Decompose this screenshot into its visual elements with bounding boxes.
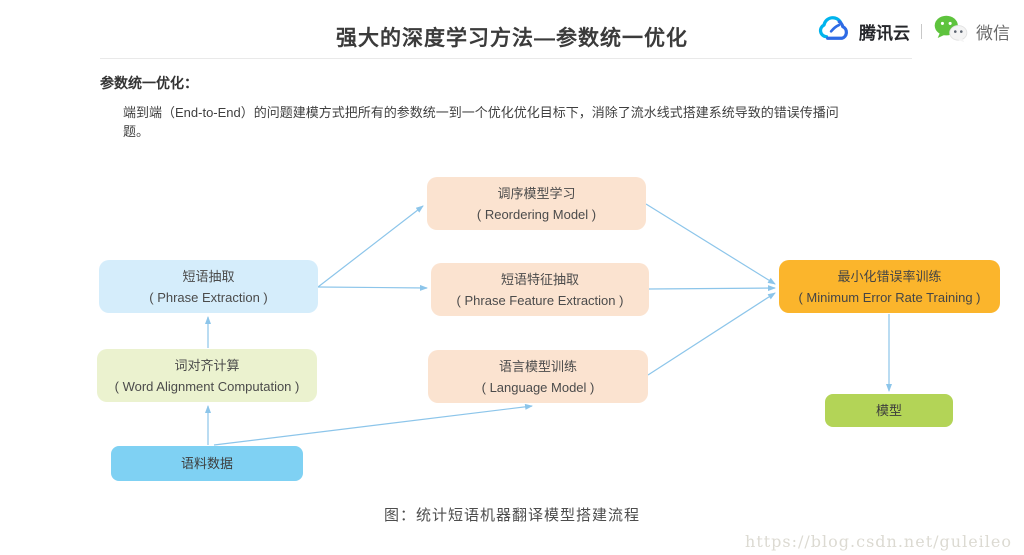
edge-corpus-to-lm xyxy=(213,403,533,446)
node-label-en: ( Phrase Feature Extraction ) xyxy=(456,292,624,308)
node-label-zh: 调序模型学习 xyxy=(497,185,576,201)
tencent-cloud-icon-svg xyxy=(818,15,848,40)
node-label-zh: 短语特征抽取 xyxy=(500,271,579,287)
node-label-zh: 语料数据 xyxy=(180,456,233,471)
edge-lm-to-mert xyxy=(647,292,776,376)
node-label-en: ( Language Model ) xyxy=(481,379,595,395)
node-phrase-feature-extraction: 短语特征抽取 ( Phrase Feature Extraction ) xyxy=(431,263,649,316)
edge-phrase-to-pfe xyxy=(317,284,428,291)
node-label-zh: 词对齐计算 xyxy=(174,357,240,373)
brand-bar: 腾讯云 微信 xyxy=(818,14,1010,48)
edge-pfe-to-mert xyxy=(648,285,776,292)
section-body: 端到端（End-to-End）的问题建模方式把所有的参数统一到一个优化优化目标下… xyxy=(123,105,839,139)
node-label-zh: 模型 xyxy=(875,403,902,418)
node-model: 模型 xyxy=(825,394,953,427)
diagram-caption: 图：统计短语机器翻译模型搭建流程 xyxy=(383,507,640,524)
page-title: 强大的深度学习方法—参数统一优化 xyxy=(336,27,688,50)
node-label-en: ( Reordering Model ) xyxy=(476,206,597,222)
node-label-zh: 最小化错误率训练 xyxy=(837,268,942,284)
watermark-url: https://blog.csdn.net/guleileo xyxy=(745,532,1012,551)
tencent-cloud-label: 腾讯云 xyxy=(859,23,910,43)
node-phrase-extraction: 短语抽取 ( Phrase Extraction ) xyxy=(99,260,318,313)
title-divider xyxy=(100,58,912,59)
edge-reorder-to-mert xyxy=(645,203,776,285)
wechat-icon-svg xyxy=(934,15,968,42)
node-word-alignment-computation: 词对齐计算 ( Word Alignment Computation ) xyxy=(97,349,317,402)
node-label-zh: 语言模型训练 xyxy=(498,358,577,374)
tencent-cloud-icon xyxy=(818,15,852,47)
node-reordering-model: 调序模型学习 ( Reordering Model ) xyxy=(427,177,646,230)
node-corpus-data: 语料数据 xyxy=(111,446,303,481)
section-heading: 参数统一优化： xyxy=(100,75,198,91)
wechat-icon xyxy=(933,14,969,49)
node-label-en: ( Word Alignment Computation ) xyxy=(114,378,300,394)
node-language-model: 语言模型训练 ( Language Model ) xyxy=(428,350,648,403)
node-label-en: ( Phrase Extraction ) xyxy=(149,289,268,305)
node-min-error-rate-training: 最小化错误率训练 ( Minimum Error Rate Training ) xyxy=(779,260,1000,313)
edge-phrase-to-reorder xyxy=(317,205,424,288)
wechat-label: 微信 xyxy=(976,23,1010,43)
brand-separator xyxy=(921,23,922,39)
node-label-zh: 短语抽取 xyxy=(182,268,235,284)
node-label-en: ( Minimum Error Rate Training ) xyxy=(798,289,981,305)
